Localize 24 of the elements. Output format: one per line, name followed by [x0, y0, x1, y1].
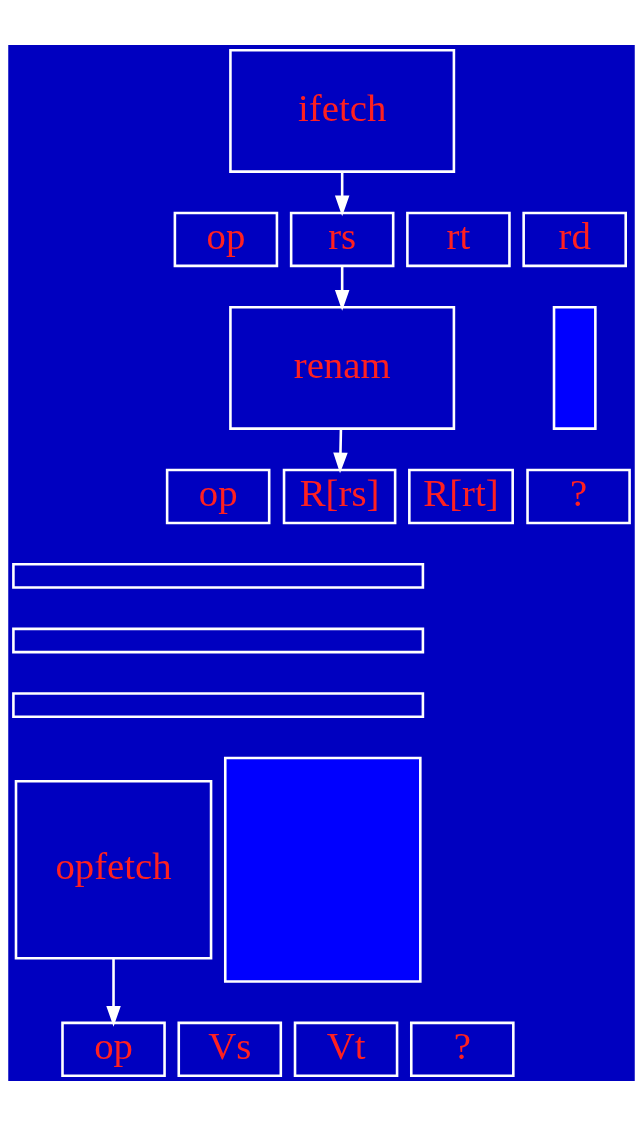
node-bar — [12, 691, 425, 718]
node-box: R[rt] — [408, 468, 514, 524]
node-box: op — [165, 468, 271, 524]
node-box: op — [173, 211, 279, 267]
node-box: ? — [526, 468, 631, 524]
arrow — [334, 265, 350, 311]
node-box: Vs — [177, 1021, 283, 1077]
arrow — [106, 958, 121, 1027]
node-box: rs — [289, 211, 395, 267]
node-bar — [12, 562, 425, 589]
node-bar — [12, 627, 425, 653]
node-box: ? — [410, 1021, 515, 1077]
node-box — [552, 305, 597, 430]
node-box: R[rs] — [282, 468, 397, 524]
node-box: renam — [229, 305, 456, 430]
node-box: opfetch — [14, 779, 213, 960]
node-box: ifetch — [229, 48, 456, 173]
arrow — [333, 428, 348, 473]
node-box — [223, 756, 422, 983]
arrow — [334, 171, 350, 216]
node-box: rt — [406, 211, 511, 267]
node-box: Vt — [293, 1021, 399, 1077]
node-box: rd — [522, 211, 627, 267]
node-box: op — [61, 1021, 166, 1077]
